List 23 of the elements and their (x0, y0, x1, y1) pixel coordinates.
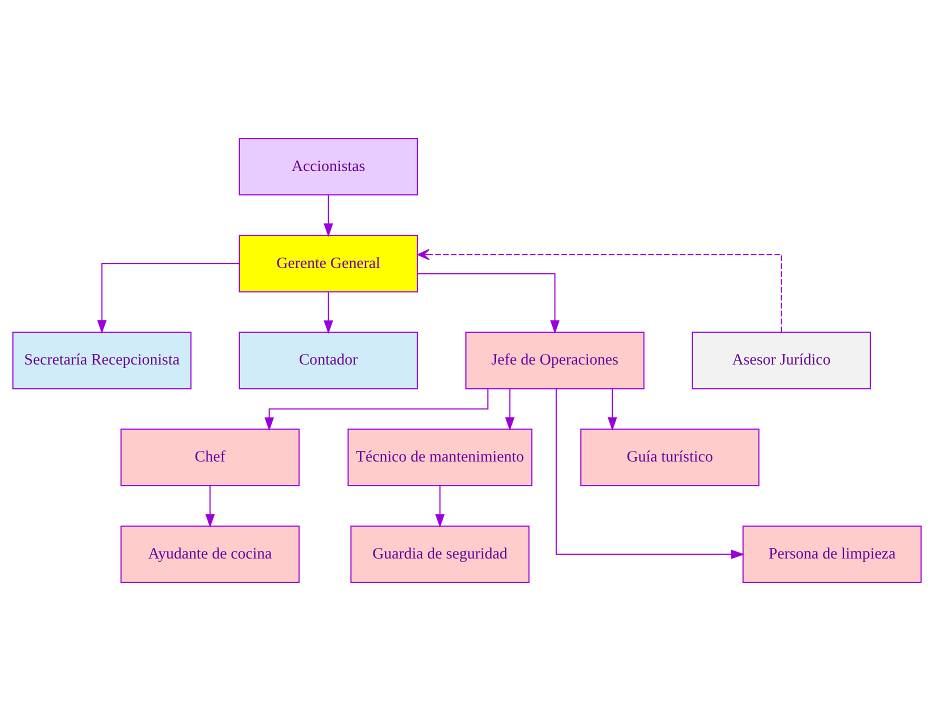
node-box: Chef (120, 428, 300, 486)
arrow (324, 194, 334, 236)
arrow (417, 248, 782, 332)
node-box: Asesor Jurídico (692, 331, 871, 389)
node-box: Contador (238, 331, 418, 389)
node-box: Secretaría Recepcionista (12, 331, 192, 389)
node-box: Persona de limpieza (742, 525, 922, 583)
arrow (505, 388, 515, 430)
node-box: Guía turístico (580, 428, 760, 486)
arrow (205, 485, 215, 528)
node-box: Gerente General (238, 234, 418, 292)
arrow (324, 292, 334, 334)
node-box: Accionistas (238, 137, 418, 195)
arrow (418, 272, 560, 334)
arrow (556, 388, 745, 559)
node-box: Ayudante de cocina (120, 525, 300, 583)
node-box: Guardia de seguridad (350, 525, 530, 583)
arrow (608, 388, 618, 430)
arrow (435, 485, 445, 528)
arrow (97, 262, 240, 334)
arrow (264, 388, 488, 430)
node-box: Jefe de Operaciones (465, 331, 644, 389)
node-box: Técnico de mantenimiento (348, 428, 532, 486)
